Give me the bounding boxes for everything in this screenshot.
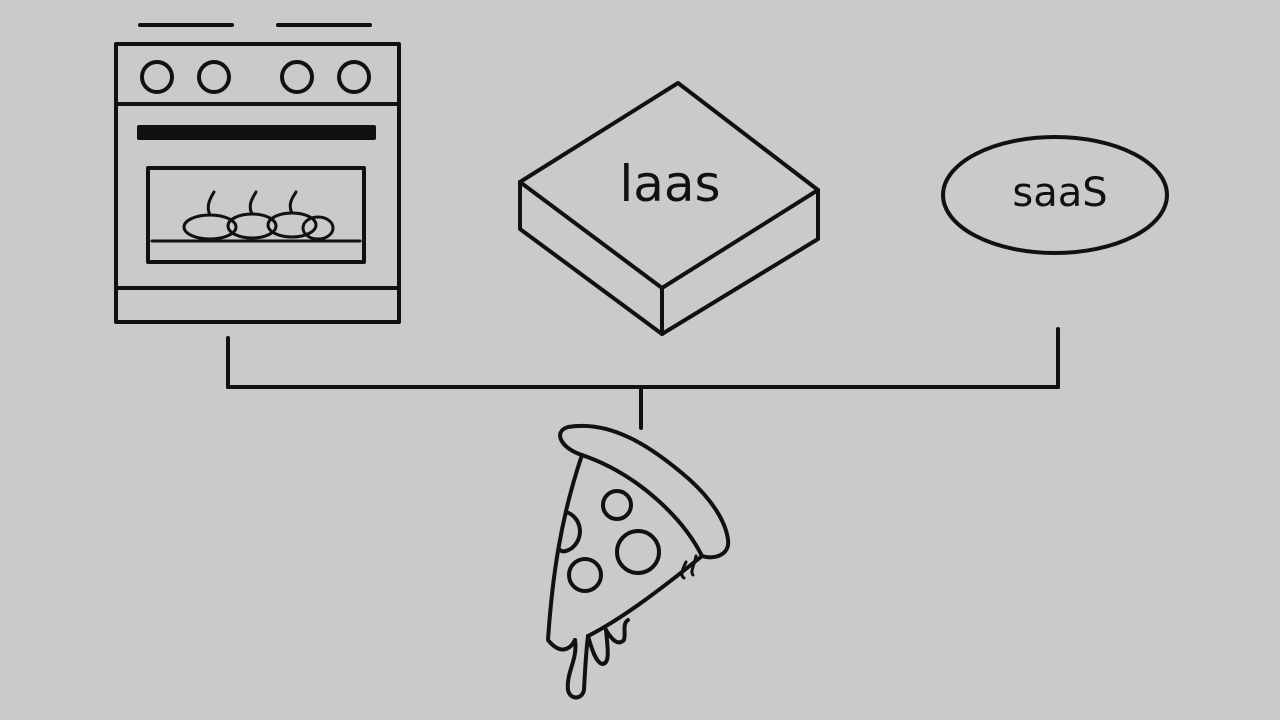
saas-ellipse-icon: saaS (941, 135, 1169, 255)
pizza-slice-icon (546, 423, 731, 700)
iaas-box-icon: laas (518, 81, 820, 336)
iaas-label: laas (619, 155, 720, 213)
oven-icon (114, 23, 401, 324)
saas-label: saaS (1012, 170, 1107, 216)
connector-lines (226, 327, 1060, 430)
